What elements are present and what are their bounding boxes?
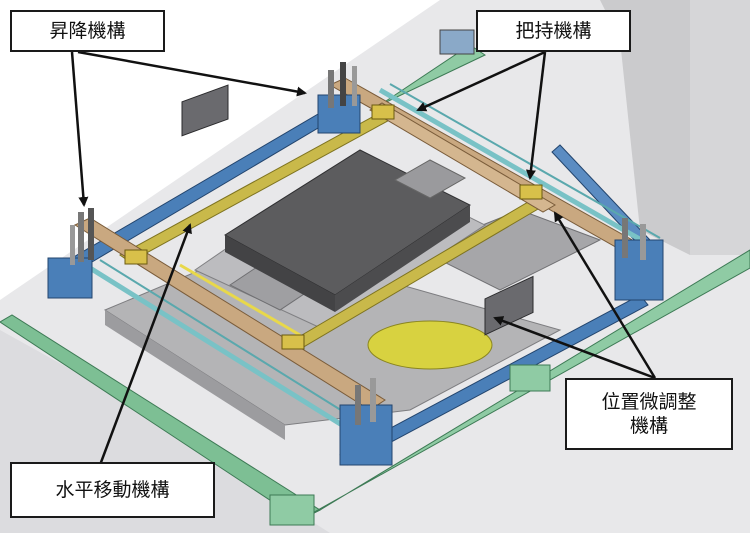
lift-unit-back [317,62,361,134]
label-horizontal-text: 水平移動機構 [55,479,170,501]
back-wall-face [600,0,690,255]
gray-slab-side [105,310,285,440]
label-lift-mechanism: 昇降機構 [10,10,165,52]
lift-unit-left [47,208,94,299]
arrow-lift-to-back [77,50,307,97]
rail-clamp-front [269,494,315,526]
arrow-grip-to-back [416,50,546,112]
rail-clamp-back [439,29,475,55]
arrow-adjust-to-right [553,211,657,379]
cyan-rod-3 [378,87,652,248]
yellow-disc [367,320,493,370]
gripper-clamp-2 [371,104,395,120]
label-fine-adjust-line1: 位置微調整 [601,391,697,413]
arrow-lift-to-left [70,51,89,207]
cyan-rod-4 [389,83,661,239]
label-lift-text: 昇降機構 [49,20,126,42]
gray-tab-top [393,159,467,199]
gray-block-right [418,209,602,291]
arrow-horizontal-to-frame [98,223,192,466]
rail-clamp-right [509,364,551,392]
cyan-rod-2 [99,259,361,423]
motor-left [181,84,229,137]
cyan-rod-1 [88,265,352,433]
gripper-clamp-1 [124,249,148,265]
label-horizontal-mechanism: 水平移動機構 [10,462,215,518]
label-fine-adjust-mechanism: 位置微調整 機構 [565,378,733,450]
label-grip-text: 把持機構 [515,20,592,42]
dark-work-plate-side-r [335,205,470,312]
arrow-grip-to-right [525,51,547,180]
gripper-clamp-4 [281,334,305,350]
lift-unit-front [339,378,393,466]
gripper-clamp-3 [519,184,543,200]
lift-unit-right [614,218,664,301]
arrow-adjust-to-center [493,316,656,380]
label-fine-adjust-line2: 機構 [629,415,668,437]
tan-beam-front [73,217,386,411]
label-grip-mechanism: 把持機構 [476,10,631,52]
yellow-frame-inner [179,263,301,337]
dark-work-plate-side [225,235,335,312]
